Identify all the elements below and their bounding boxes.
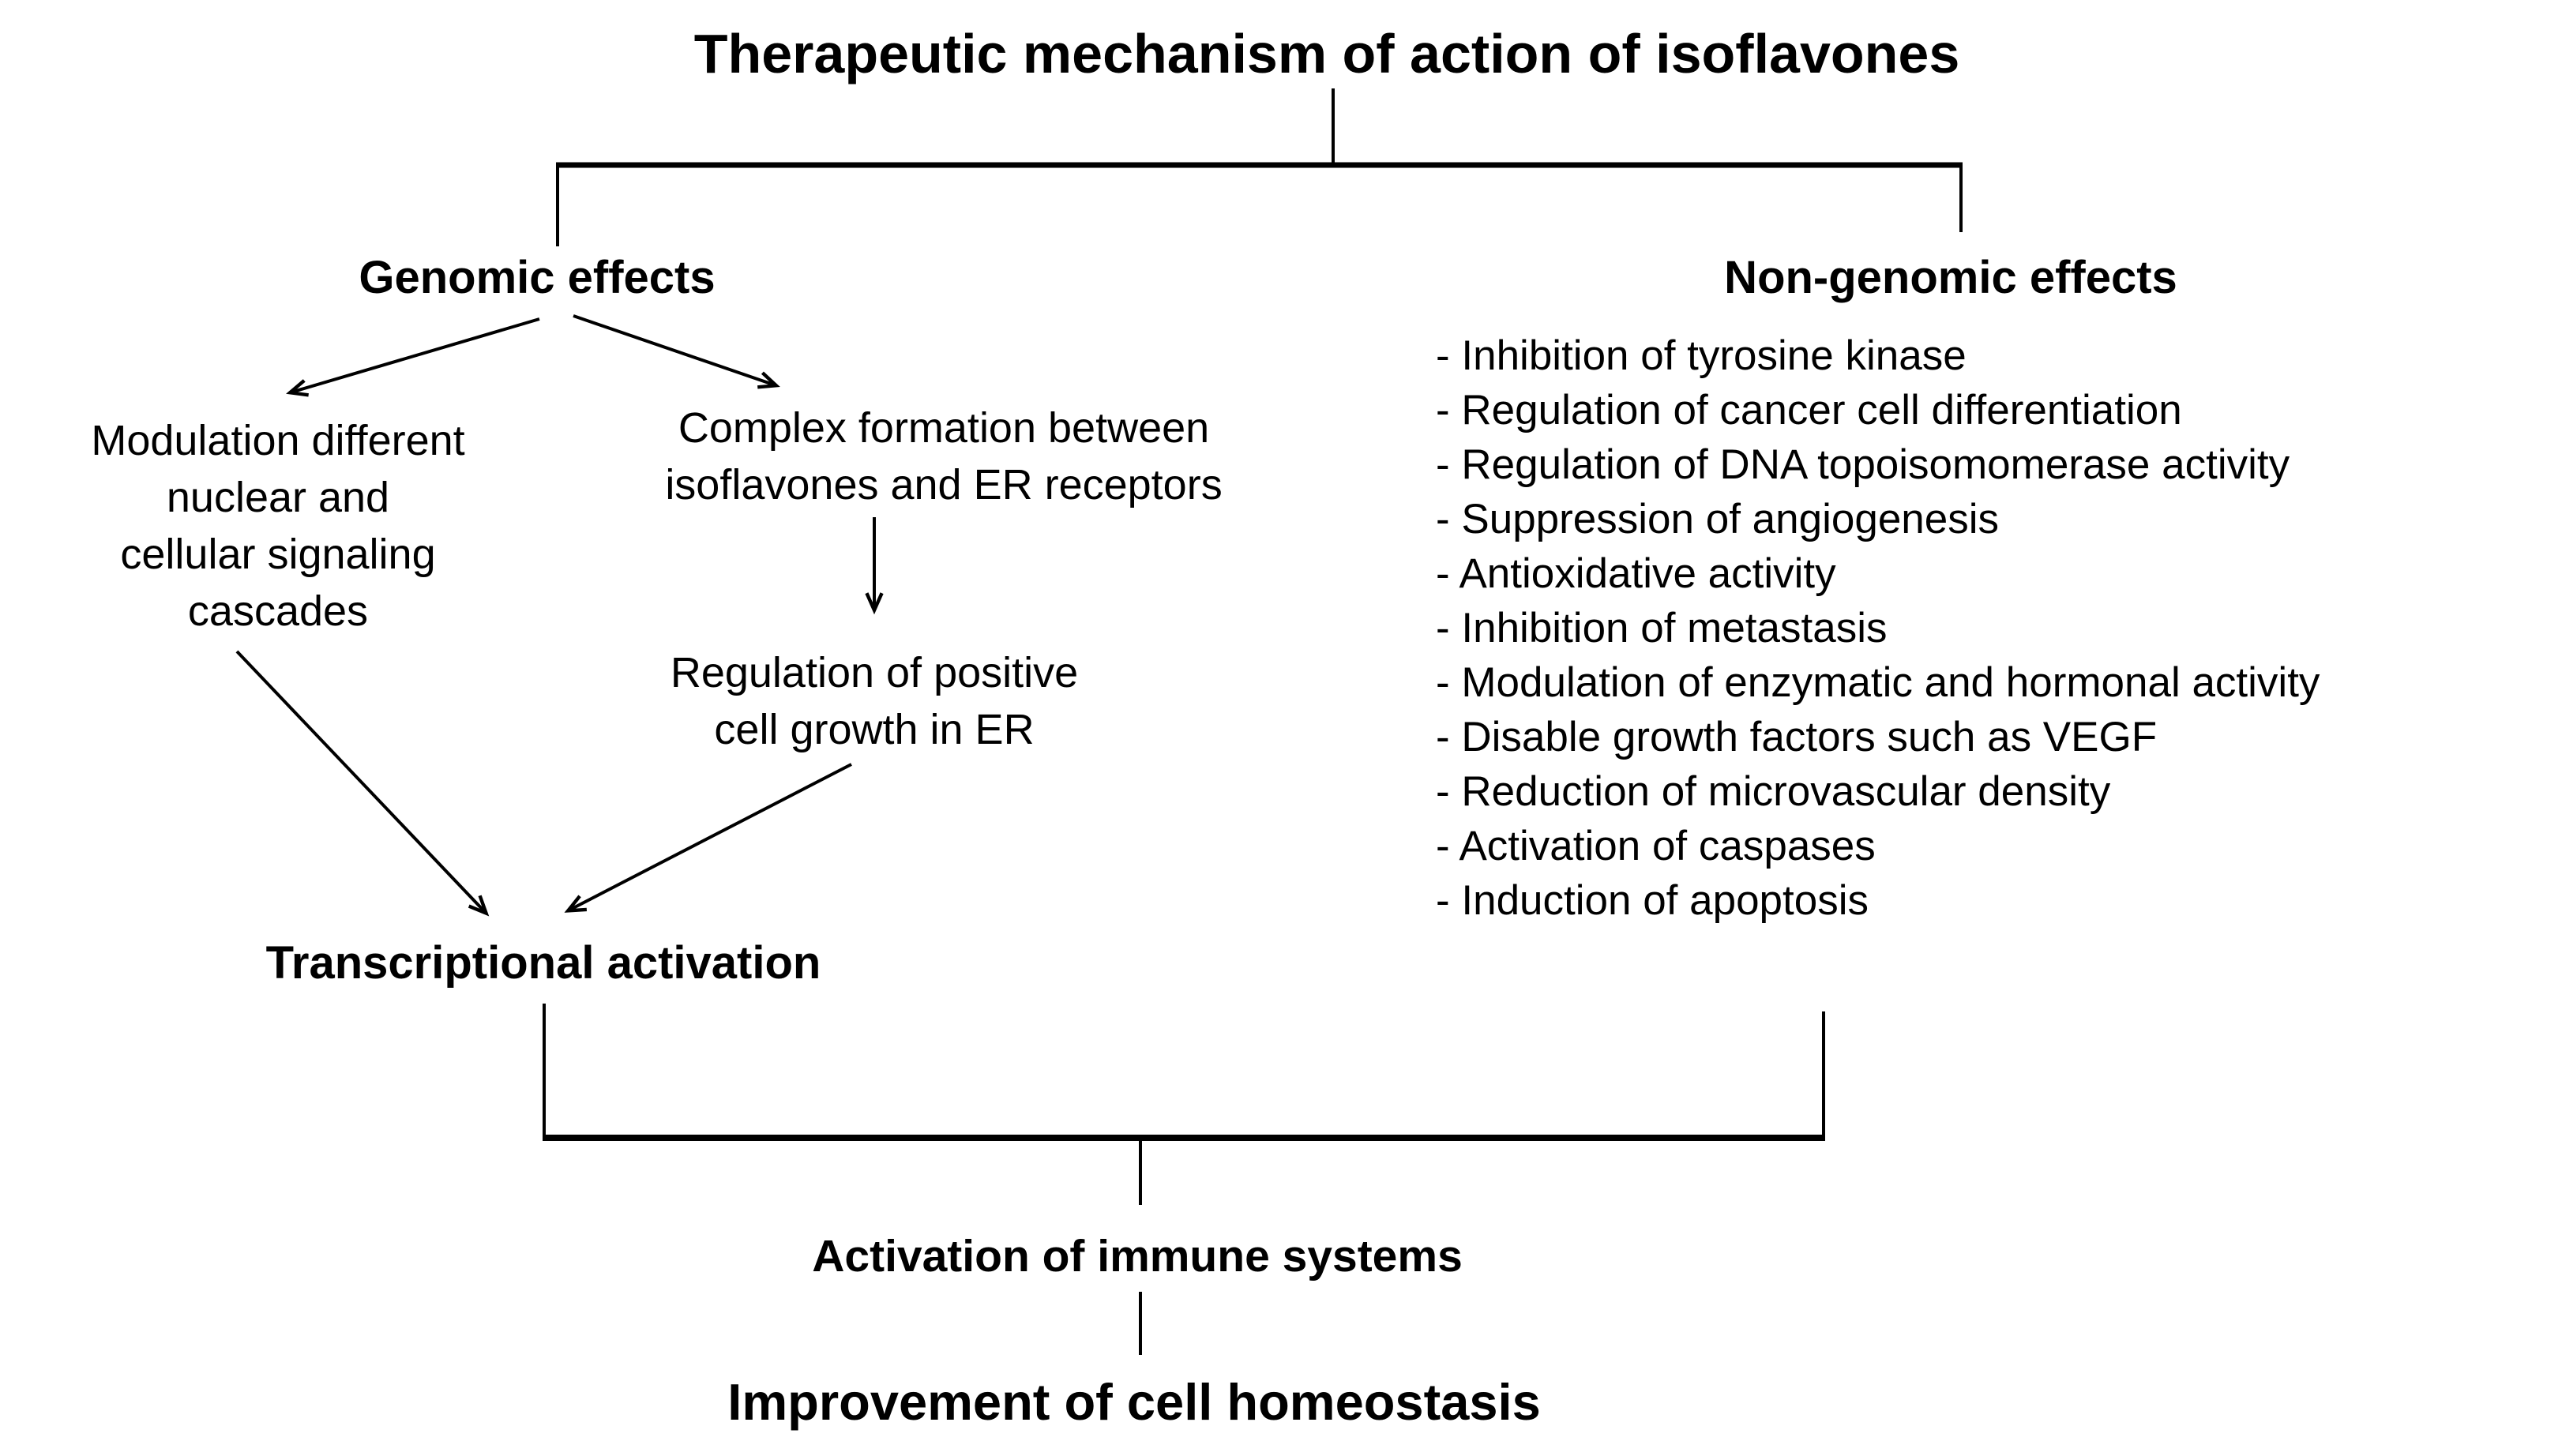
- diagram-title: Therapeutic mechanism of action of isofl…: [693, 23, 1960, 84]
- non-genomic-item: - Antioxidative activity: [1436, 550, 1836, 597]
- regulation-line: Regulation of positive: [670, 649, 1079, 696]
- modulation-node: Modulation different nuclear and cellula…: [91, 412, 464, 640]
- complex-formation-node: Complex formation between isoflavones an…: [665, 400, 1222, 513]
- arrow-modulation-to-transcriptional: [235, 650, 490, 917]
- non-genomic-item: - Regulation of DNA topoisomomerase acti…: [1436, 441, 2290, 488]
- non-genomic-item: - Inhibition of metastasis: [1436, 605, 1888, 651]
- non-genomic-item: - Activation of caspases: [1436, 823, 1876, 869]
- modulation-line: nuclear and: [166, 474, 390, 521]
- non-genomic-item: - Induction of apoptosis: [1436, 877, 1869, 924]
- arrow-genomic-to-complex: [573, 314, 780, 389]
- non-genomic-effects-list: - Inhibition of tyrosine kinase - Regula…: [1436, 328, 2320, 928]
- non-genomic-item: - Modulation of enzymatic and hormonal a…: [1436, 659, 2320, 706]
- non-genomic-item: - Inhibition of tyrosine kinase: [1436, 332, 1967, 379]
- non-genomic-item: - Regulation of cancer cell differentiat…: [1436, 387, 2182, 433]
- non-genomic-item: - Suppression of angiogenesis: [1436, 496, 2000, 542]
- arrow-genomic-to-modulation: [286, 317, 540, 397]
- immune-systems-node: Activation of immune systems: [812, 1231, 1463, 1282]
- complex-formation-line: Complex formation between: [678, 404, 1210, 452]
- regulation-node: Regulation of positive cell growth in ER: [671, 644, 1078, 758]
- non-genomic-item: - Disable growth factors such as VEGF: [1436, 714, 2158, 760]
- transcriptional-activation-node: Transcriptional activation: [265, 937, 821, 989]
- arrow-regulation-to-transcriptional: [564, 763, 852, 913]
- cell-homeostasis-node: Improvement of cell homeostasis: [727, 1373, 1541, 1431]
- genomic-effects-heading: Genomic effects: [359, 252, 716, 303]
- modulation-line: cascades: [187, 587, 369, 635]
- regulation-line: cell growth in ER: [714, 706, 1035, 753]
- non-genomic-effects-heading: Non-genomic effects: [1724, 252, 2177, 303]
- modulation-line: Modulation different: [91, 417, 465, 464]
- complex-formation-line: isoflavones and ER receptors: [665, 461, 1223, 508]
- non-genomic-item: - Reduction of microvascular density: [1436, 768, 2111, 815]
- modulation-line: cellular signaling: [120, 531, 436, 578]
